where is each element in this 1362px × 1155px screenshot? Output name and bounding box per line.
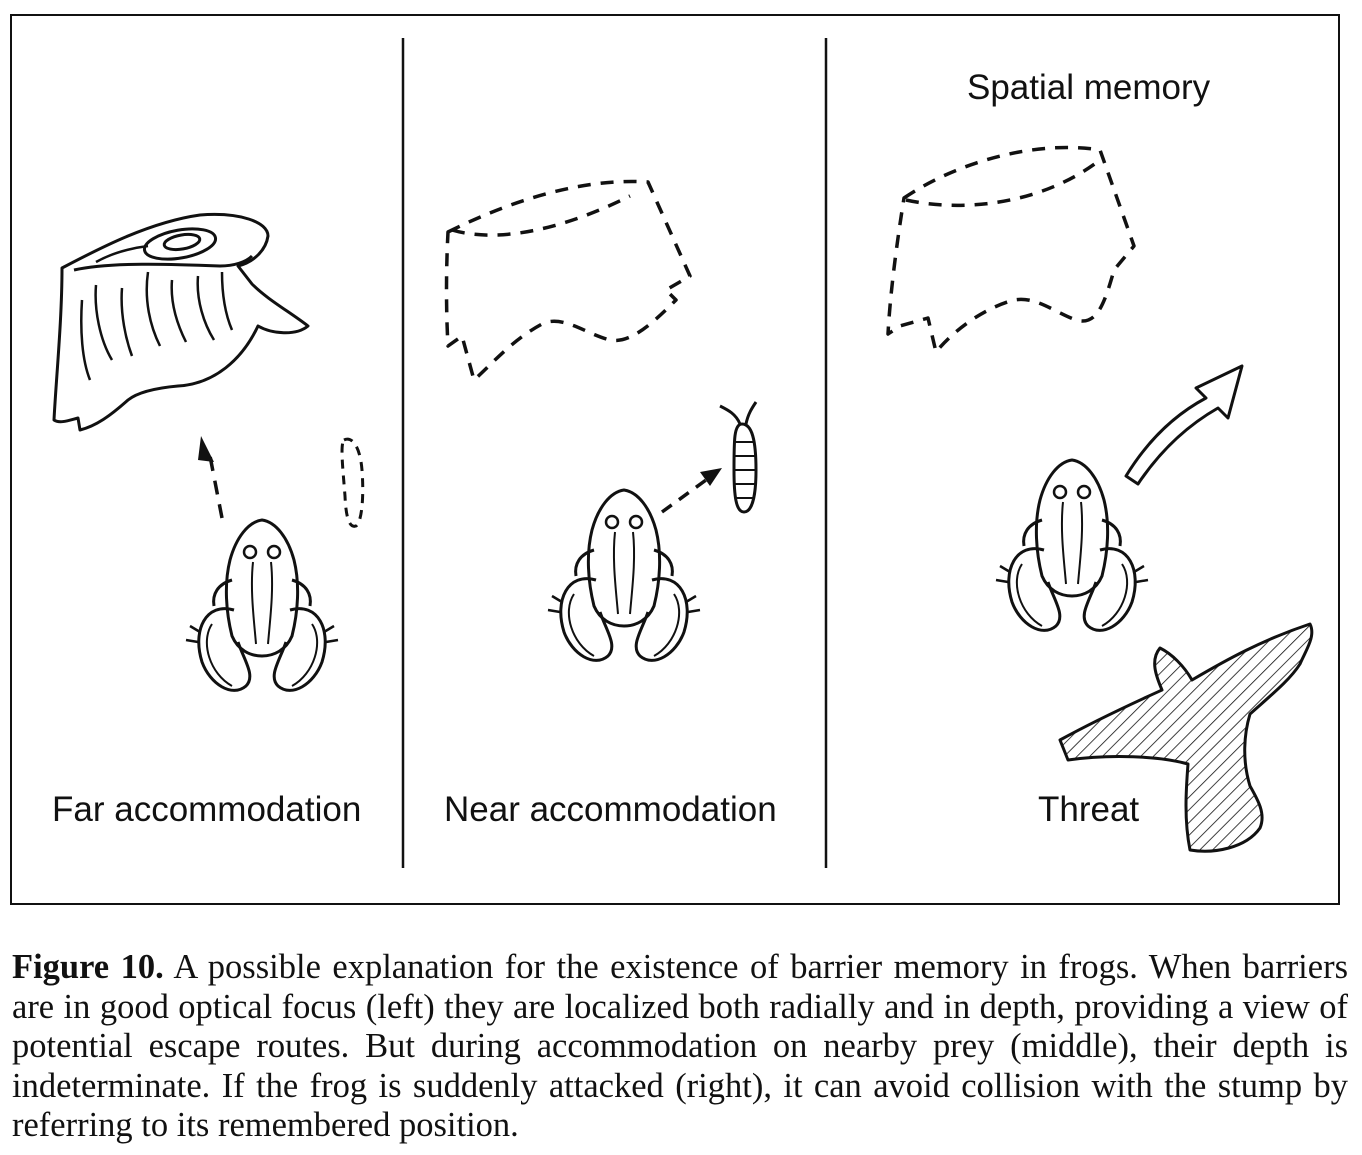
label-spatial-memory: Spatial memory [967, 68, 1211, 107]
far-focus-arrow [198, 436, 224, 519]
frog-left [184, 518, 340, 692]
frog-right [994, 458, 1150, 632]
stump-drawing [52, 212, 310, 432]
label-threat: Threat [1038, 790, 1140, 829]
label-far-accommodation: Far accommodation [52, 790, 362, 829]
escape-arrow [1124, 364, 1244, 486]
predator-bird [1058, 622, 1314, 853]
caption-text: A possible explanation for the existence… [12, 948, 1348, 1144]
prey-focus-arrow [660, 468, 722, 514]
figure-frame [10, 14, 1340, 905]
blurred-prey [340, 437, 365, 528]
figure-illustration [52, 38, 1314, 868]
prey-insect [719, 401, 758, 514]
stump-outline-dashed-right [886, 145, 1136, 354]
caption-figure-number: Figure 10. [12, 948, 164, 986]
label-near-accommodation: Near accommodation [444, 790, 777, 829]
figure-caption: Figure 10. A possible explanation for th… [12, 948, 1348, 1146]
stump-outline-dashed-middle [444, 179, 692, 382]
frog-middle [546, 488, 702, 662]
